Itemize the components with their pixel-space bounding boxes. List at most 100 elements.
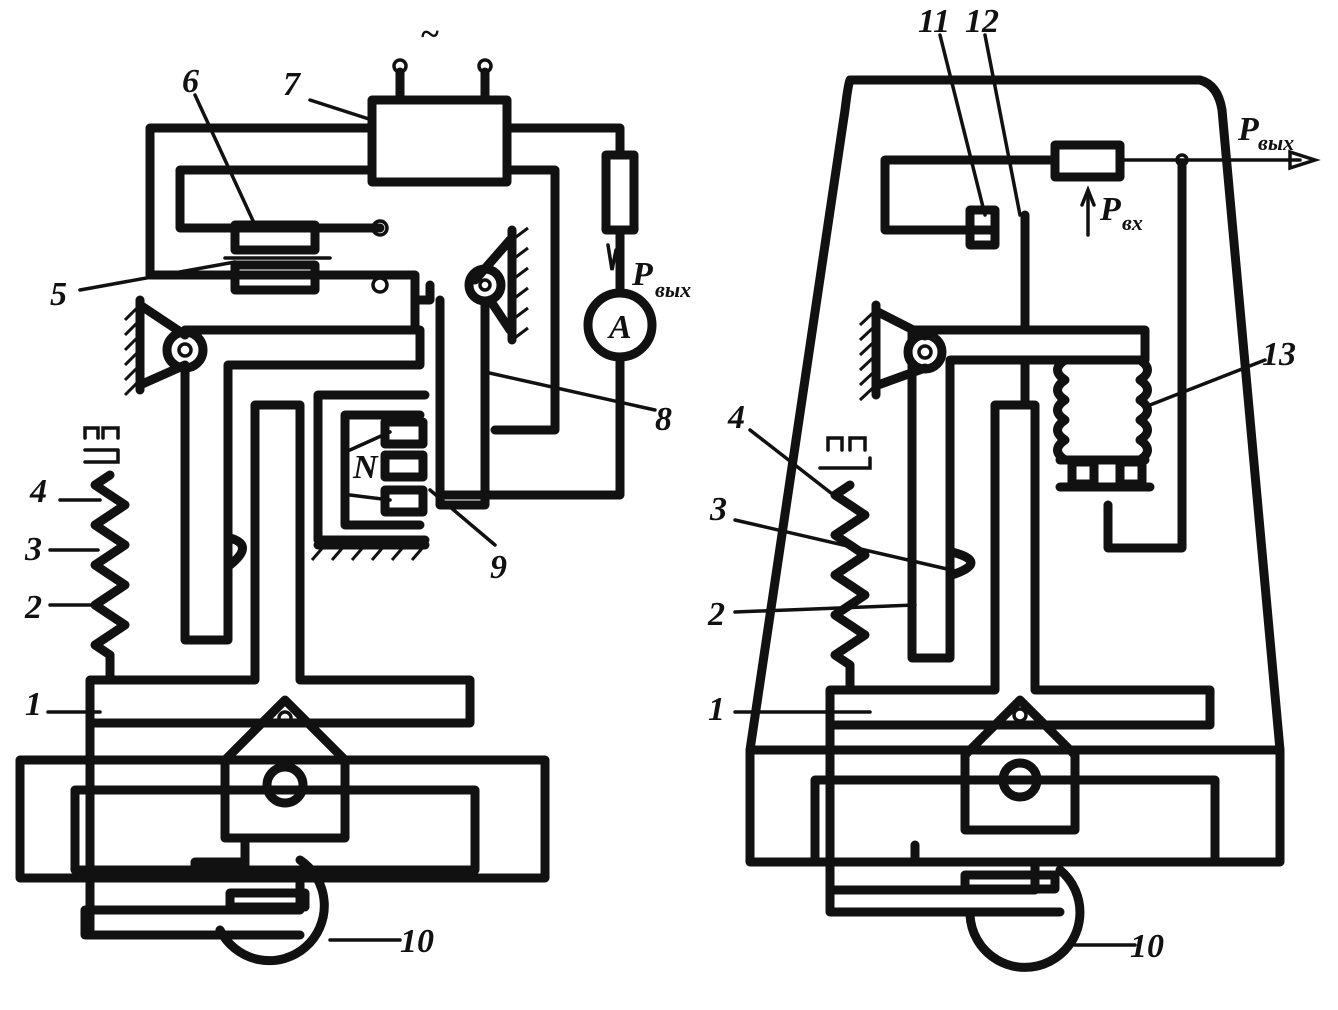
left-contact-3: [225, 533, 247, 570]
left-label-3: 3: [24, 531, 42, 568]
left-leader-6: [193, 93, 257, 227]
left-terminal-b: [371, 276, 389, 294]
left-label-2: 2: [24, 589, 42, 626]
right-output-label: P: [1237, 111, 1259, 148]
left-hanger: [220, 695, 350, 843]
right-hook-plate: [960, 870, 1060, 894]
left-supply-terminal-2: [477, 58, 493, 74]
left-coil-5: [230, 260, 320, 295]
right-label-10: 10: [1130, 928, 1164, 965]
left-hanger-pivot: [277, 710, 293, 726]
left-magnet-inner: [340, 410, 425, 530]
left-spring-adjuster: [83, 426, 120, 464]
right-spring-adjuster: [818, 436, 872, 470]
right-output-sub: вых: [1258, 130, 1294, 155]
left-pivot-2-bracket: [135, 300, 190, 390]
left-pivot-8-hatch: [511, 226, 529, 342]
right-restrictor: [1050, 140, 1125, 182]
left-ammeter-letter: A: [607, 309, 632, 346]
right-mechanism: 11 12 13 4 3 2 1 10 P вых P вх: [707, 3, 1321, 972]
right-leader-2: [733, 603, 917, 614]
right-bellows-support-1: [1067, 457, 1099, 489]
right-input-sub: вх: [1122, 210, 1143, 235]
left-pole-letter: N: [352, 449, 379, 486]
right-bellows-13-left: [1053, 355, 1070, 465]
right-spring-4: [830, 480, 870, 695]
left-lever-8: [435, 295, 490, 510]
right-leader-11: [938, 33, 987, 217]
right-label-11: 11: [918, 3, 950, 40]
right-label-2: 2: [707, 596, 725, 633]
left-pivot-2-center: [177, 342, 193, 358]
left-leader-8: [483, 370, 657, 412]
right-lever-1: [825, 400, 1215, 730]
right-label-4: 4: [727, 399, 745, 436]
right-hanger: [960, 695, 1080, 835]
left-lever-8-top: [415, 280, 435, 305]
right-bellows-line: [1103, 160, 1187, 553]
left-coil-6: [230, 220, 320, 255]
right-lever-2: [907, 325, 1150, 663]
right-leader-12: [983, 33, 1022, 217]
left-label-5: 5: [50, 276, 67, 313]
right-leader-4: [748, 428, 842, 502]
left-hook-plate: [190, 857, 250, 881]
left-mechanism: 6 7 ~ 5 4 3 2 1 8 9 10 A N P вых: [15, 16, 691, 966]
left-output-arrow: [606, 243, 618, 271]
left-supply-symbol: ~: [420, 16, 439, 53]
left-magnet-line-2: [348, 493, 392, 502]
right-leader-3: [733, 518, 962, 574]
left-hook-shank: [80, 833, 305, 940]
left-label-8: 8: [655, 401, 672, 438]
right-housing: [745, 75, 1285, 867]
left-leader-9: [428, 488, 497, 547]
right-leader-13: [1148, 358, 1267, 407]
right-label-13: 13: [1262, 336, 1296, 373]
left-pivot-2-hatch: [123, 303, 142, 397]
left-output-sub: вых: [655, 277, 691, 302]
left-label-4: 4: [29, 473, 47, 510]
right-output-arrow: [1288, 149, 1321, 171]
right-hanger-pivot: [1012, 707, 1028, 723]
left-lever-1: [85, 400, 475, 728]
left-magnet-pole-2: [380, 450, 428, 482]
left-spring-4: [90, 470, 130, 685]
left-leader-7: [308, 98, 374, 122]
left-output-label: P: [631, 256, 653, 293]
right-input-arrow: [1080, 185, 1096, 207]
left-terminal-a: [371, 219, 389, 237]
right-hanger-pin: [998, 758, 1042, 802]
left-hook-plate2: [225, 888, 310, 912]
right-pivot-2-center: [917, 344, 933, 360]
left-resistor: [601, 150, 639, 235]
left-label-10: 10: [400, 923, 434, 960]
left-supply-terminal-1: [392, 58, 408, 74]
right-pivot-2-bracket: [873, 307, 930, 390]
left-frame-inner: [175, 165, 385, 233]
right-label-12: 12: [965, 3, 999, 40]
left-base-frame: [15, 755, 550, 883]
left-pivot-8-center: [478, 278, 492, 292]
right-label-3: 3: [709, 491, 727, 528]
left-frame-outer: [145, 123, 420, 335]
right-pivot-2-hatch: [858, 308, 878, 402]
left-magnet-yoke: [313, 390, 430, 545]
left-hanger-pin: [262, 762, 308, 808]
left-wire-mid: [490, 165, 560, 435]
left-wire-right: [502, 123, 625, 160]
left-label-1: 1: [25, 686, 42, 723]
left-label-6: 6: [182, 63, 199, 100]
left-magnet-hatch: [310, 544, 427, 561]
left-magnet-line-1: [348, 430, 392, 452]
left-block-7: [367, 95, 512, 187]
right-bellows-13-right: [1135, 355, 1152, 465]
left-leader-5: [78, 260, 237, 292]
left-label-9: 9: [490, 549, 507, 586]
right-bellows-support-2: [1115, 457, 1147, 489]
right-input-label: P: [1099, 191, 1121, 228]
right-label-1: 1: [708, 691, 725, 728]
left-lever-2: [180, 325, 425, 645]
left-pivot-8-bracket: [470, 235, 515, 335]
left-hook-10: [215, 855, 329, 966]
